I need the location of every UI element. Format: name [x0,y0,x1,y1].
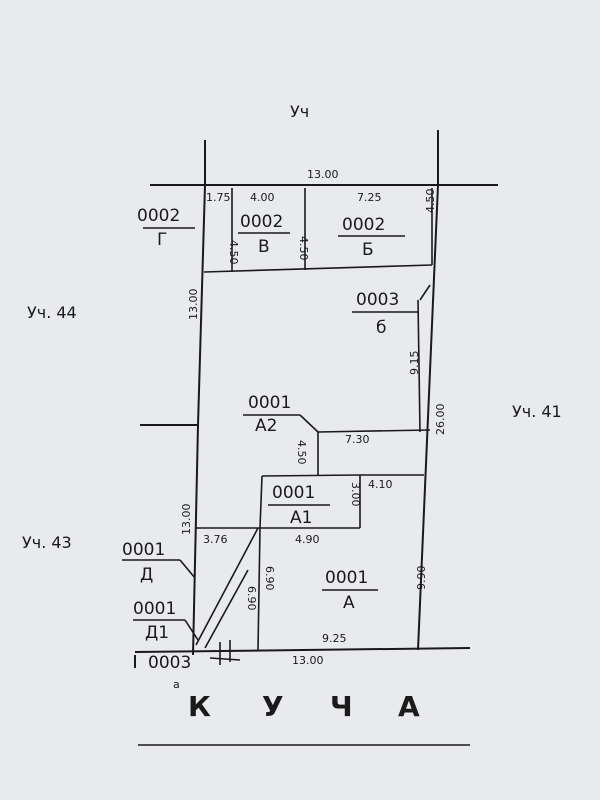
label-a-letter: А [343,593,355,613]
neighbor-top-label: Уч [290,102,309,121]
boundary-line [417,184,439,651]
label-b6-letter: б [376,318,386,338]
dim-a1-width: 4.10 [368,478,393,491]
building-line [259,475,263,529]
plot-boundary [134,130,498,668]
d-area [122,527,259,665]
neighbor-left-upper-label: Уч. 44 [27,303,77,322]
dim-d-height-2: 6.90 [263,566,276,591]
neighbor-right-label: Уч. 41 [512,402,562,421]
dim-left-lower-height: 13.00 [180,504,193,536]
neighbor-left-lower-label: Уч. 43 [22,533,72,552]
label-a-number: 0001 [325,568,368,588]
street-letter-3: Ч [330,690,353,723]
street-letter-1: К [188,690,211,723]
diagonal-line [204,569,249,649]
street-letter-2: У [262,690,284,723]
dim-a1-bottom: 4.90 [295,533,320,546]
point-a-label: a [173,678,180,691]
dim-a-right-height: 9.90 [415,566,428,591]
dim-a2-step-height: 4.50 [295,440,308,465]
building-line [261,474,361,477]
dim-left-upper-height: 13.00 [187,289,200,321]
leader-line [179,559,196,579]
label-g-number: 0002 [137,206,180,226]
dim-b-width: 7.25 [357,191,382,204]
building-line [419,284,431,301]
dim-v-width: 4.00 [250,191,275,204]
label-a2-letter: А2 [255,416,277,436]
building-line [317,429,431,433]
dim-right-upper-height: 9.15 [408,351,421,376]
dim-v-left-height: 4.50 [227,240,240,265]
label-b6-number: 0003 [356,290,399,310]
dim-v-right-height: 4.50 [297,236,310,261]
inner-buildings [195,284,431,651]
label-d1-number: 0001 [133,599,176,619]
label-d-number: 0001 [122,540,165,560]
building-line [417,299,421,433]
boundary-line [192,424,199,656]
label-v-letter: В [258,237,270,257]
dim-a-bottom: 9.25 [322,632,347,645]
dim-top-width: 13.00 [307,168,339,181]
boundary-line [197,184,206,426]
label-a2-number: 0001 [248,393,291,413]
building-line [203,264,433,273]
top-buildings [143,188,433,273]
label-d1-letter: Д1 [145,623,169,643]
label-a1-number: 0001 [272,483,315,503]
label-a1-letter: А1 [290,508,312,528]
dim-right-total-height: 26.00 [434,404,447,436]
dim-b-right-height: 4.50 [424,189,437,214]
dim-g-width: 1.75 [206,191,231,204]
leader-line [299,414,319,433]
label-g-letter: Г [157,230,167,250]
label-bottom-number: 0003 [148,653,191,673]
street-letter-4: А [398,690,420,723]
dim-d-width: 3.76 [203,533,228,546]
gate-line [209,657,241,661]
dim-bottom-width: 13.00 [292,654,324,667]
diagonal-line [195,527,259,646]
label-b-number: 0002 [342,215,385,235]
leader-line [184,619,199,641]
dim-d-height-1: 6.90 [245,586,258,611]
label-v-number: 0002 [240,212,283,232]
building-line [257,527,261,651]
dim-a1-height: 3.00 [349,482,362,507]
boundary-line [134,647,471,653]
label-b-letter: Б [362,240,374,260]
label-d-letter: Д [140,565,153,585]
dim-a2-width: 7.30 [345,433,370,446]
